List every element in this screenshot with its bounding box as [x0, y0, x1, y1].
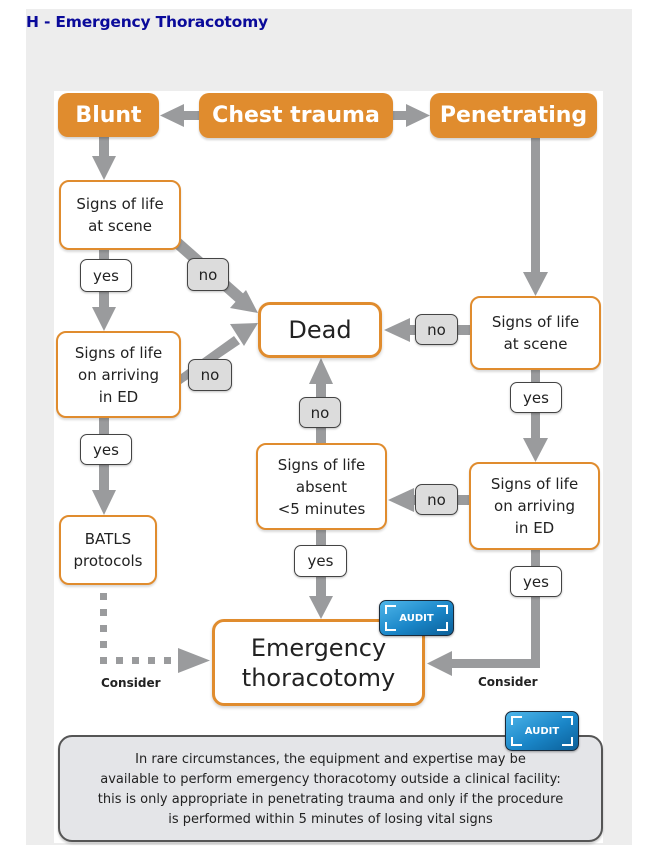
page-title: H - Emergency Thoracotomy	[26, 13, 268, 31]
connector-penetrating-scene	[531, 138, 540, 276]
blunt-signs-on-arriving-node: Signs of life on arriving in ED	[56, 331, 181, 418]
connector-chest-blunt	[182, 111, 200, 120]
consider-label-right: Consider	[478, 675, 538, 689]
penetrating-signs-on-arriving-node: Signs of life on arriving in ED	[469, 462, 600, 550]
connector-batls-thoracotomy-dotted	[100, 593, 171, 664]
arrowhead-left-ed	[92, 307, 116, 331]
arrowhead-dead-upper	[230, 290, 258, 313]
audit-badge[interactable]: AUDIT	[379, 600, 454, 636]
node-line: in ED	[98, 387, 139, 406]
node-line: protocols	[73, 552, 143, 570]
node-line: Signs of life	[277, 455, 366, 474]
no-label: no	[299, 397, 341, 428]
batls-protocols-node: BATLS protocols	[59, 515, 157, 585]
arrowhead-blunt-scene	[92, 156, 116, 180]
blunt-label: Blunt	[75, 102, 142, 128]
blunt-signs-at-scene-node: Signs of life at scene	[59, 180, 181, 250]
note-line: is performed within 5 minutes of losing …	[168, 812, 493, 827]
arrowhead-dead-lower	[230, 323, 258, 346]
connector-right-ed-thoracotomy-v	[531, 550, 540, 668]
corner-bracket-icon	[437, 605, 448, 614]
connector-blunt-scene	[99, 137, 109, 159]
node-line: Signs of life	[490, 475, 579, 493]
node-line: Signs of life	[76, 195, 164, 213]
corner-bracket-icon	[511, 716, 522, 725]
corner-bracket-icon	[562, 737, 573, 746]
blunt-node: Blunt	[58, 93, 159, 137]
node-line: at scene	[88, 217, 152, 235]
no-label: no	[415, 314, 458, 345]
no-label: no	[188, 359, 232, 391]
arrowhead-batls	[92, 490, 116, 515]
dead-node: Dead	[258, 302, 382, 358]
note-line: In rare circumstances, the equipment and…	[135, 752, 526, 767]
audit-label: AUDIT	[399, 612, 434, 624]
note-line: this is only appropriate in penetrating …	[97, 792, 564, 807]
no-label: no	[415, 484, 458, 515]
corner-bracket-icon	[385, 605, 396, 614]
arrowhead-blunt	[160, 104, 184, 127]
node-line: Emergency	[250, 633, 387, 662]
arrowhead-pen-scene	[523, 272, 548, 296]
node-line: Signs of life	[74, 343, 163, 362]
connector-chest-penetrating	[393, 111, 411, 120]
node-line: in ED	[514, 519, 555, 537]
node-line: absent	[295, 477, 348, 496]
note-box: In rare circumstances, the equipment and…	[58, 735, 603, 842]
dead-label: Dead	[288, 316, 352, 344]
yes-label: yes	[80, 259, 132, 292]
arrowhead-right-ed	[523, 438, 548, 462]
yes-label: yes	[294, 545, 347, 577]
node-line: Signs of life	[491, 313, 580, 331]
no-label: no	[187, 258, 229, 291]
audit-badge[interactable]: AUDIT	[505, 711, 579, 751]
consider-label-left: Consider	[101, 676, 161, 690]
connector-right-ed-thoracotomy-h	[440, 659, 540, 668]
node-line: <5 minutes	[277, 499, 366, 518]
corner-bracket-icon	[511, 737, 522, 746]
yes-label: yes	[510, 382, 562, 413]
arrowhead-thoracotomy-right	[427, 651, 452, 676]
arrowhead-penetrating	[406, 104, 430, 127]
yes-label: yes	[80, 434, 132, 465]
penetrating-signs-at-scene-node: Signs of life at scene	[470, 296, 601, 370]
penetrating-node: Penetrating	[430, 93, 597, 138]
arrowhead-dead-right	[384, 318, 410, 342]
arrowhead-thoracotomy-left	[178, 648, 210, 673]
emergency-thoracotomy-node: Emergency thoracotomy	[212, 619, 425, 706]
arrowhead-thoracotomy-top	[309, 596, 333, 619]
arrowhead-absent	[388, 488, 414, 512]
signs-absent-node: Signs of life absent <5 minutes	[256, 443, 387, 530]
corner-bracket-icon	[562, 716, 573, 725]
chest-trauma-label: Chest trauma	[212, 103, 380, 128]
node-line: BATLS	[84, 530, 132, 548]
node-line: thoracotomy	[241, 663, 396, 692]
yes-label: yes	[510, 566, 562, 597]
note-line: available to perform emergency thoracoto…	[100, 772, 561, 787]
corner-bracket-icon	[385, 622, 396, 631]
penetrating-label: Penetrating	[439, 103, 588, 128]
node-line: on arriving	[78, 365, 159, 384]
chest-trauma-node: Chest trauma	[199, 93, 393, 138]
arrowhead-dead-bottom	[309, 358, 333, 384]
audit-label: AUDIT	[524, 725, 560, 737]
corner-bracket-icon	[437, 622, 448, 631]
node-line: at scene	[503, 335, 568, 353]
node-line: on arriving	[494, 497, 575, 515]
